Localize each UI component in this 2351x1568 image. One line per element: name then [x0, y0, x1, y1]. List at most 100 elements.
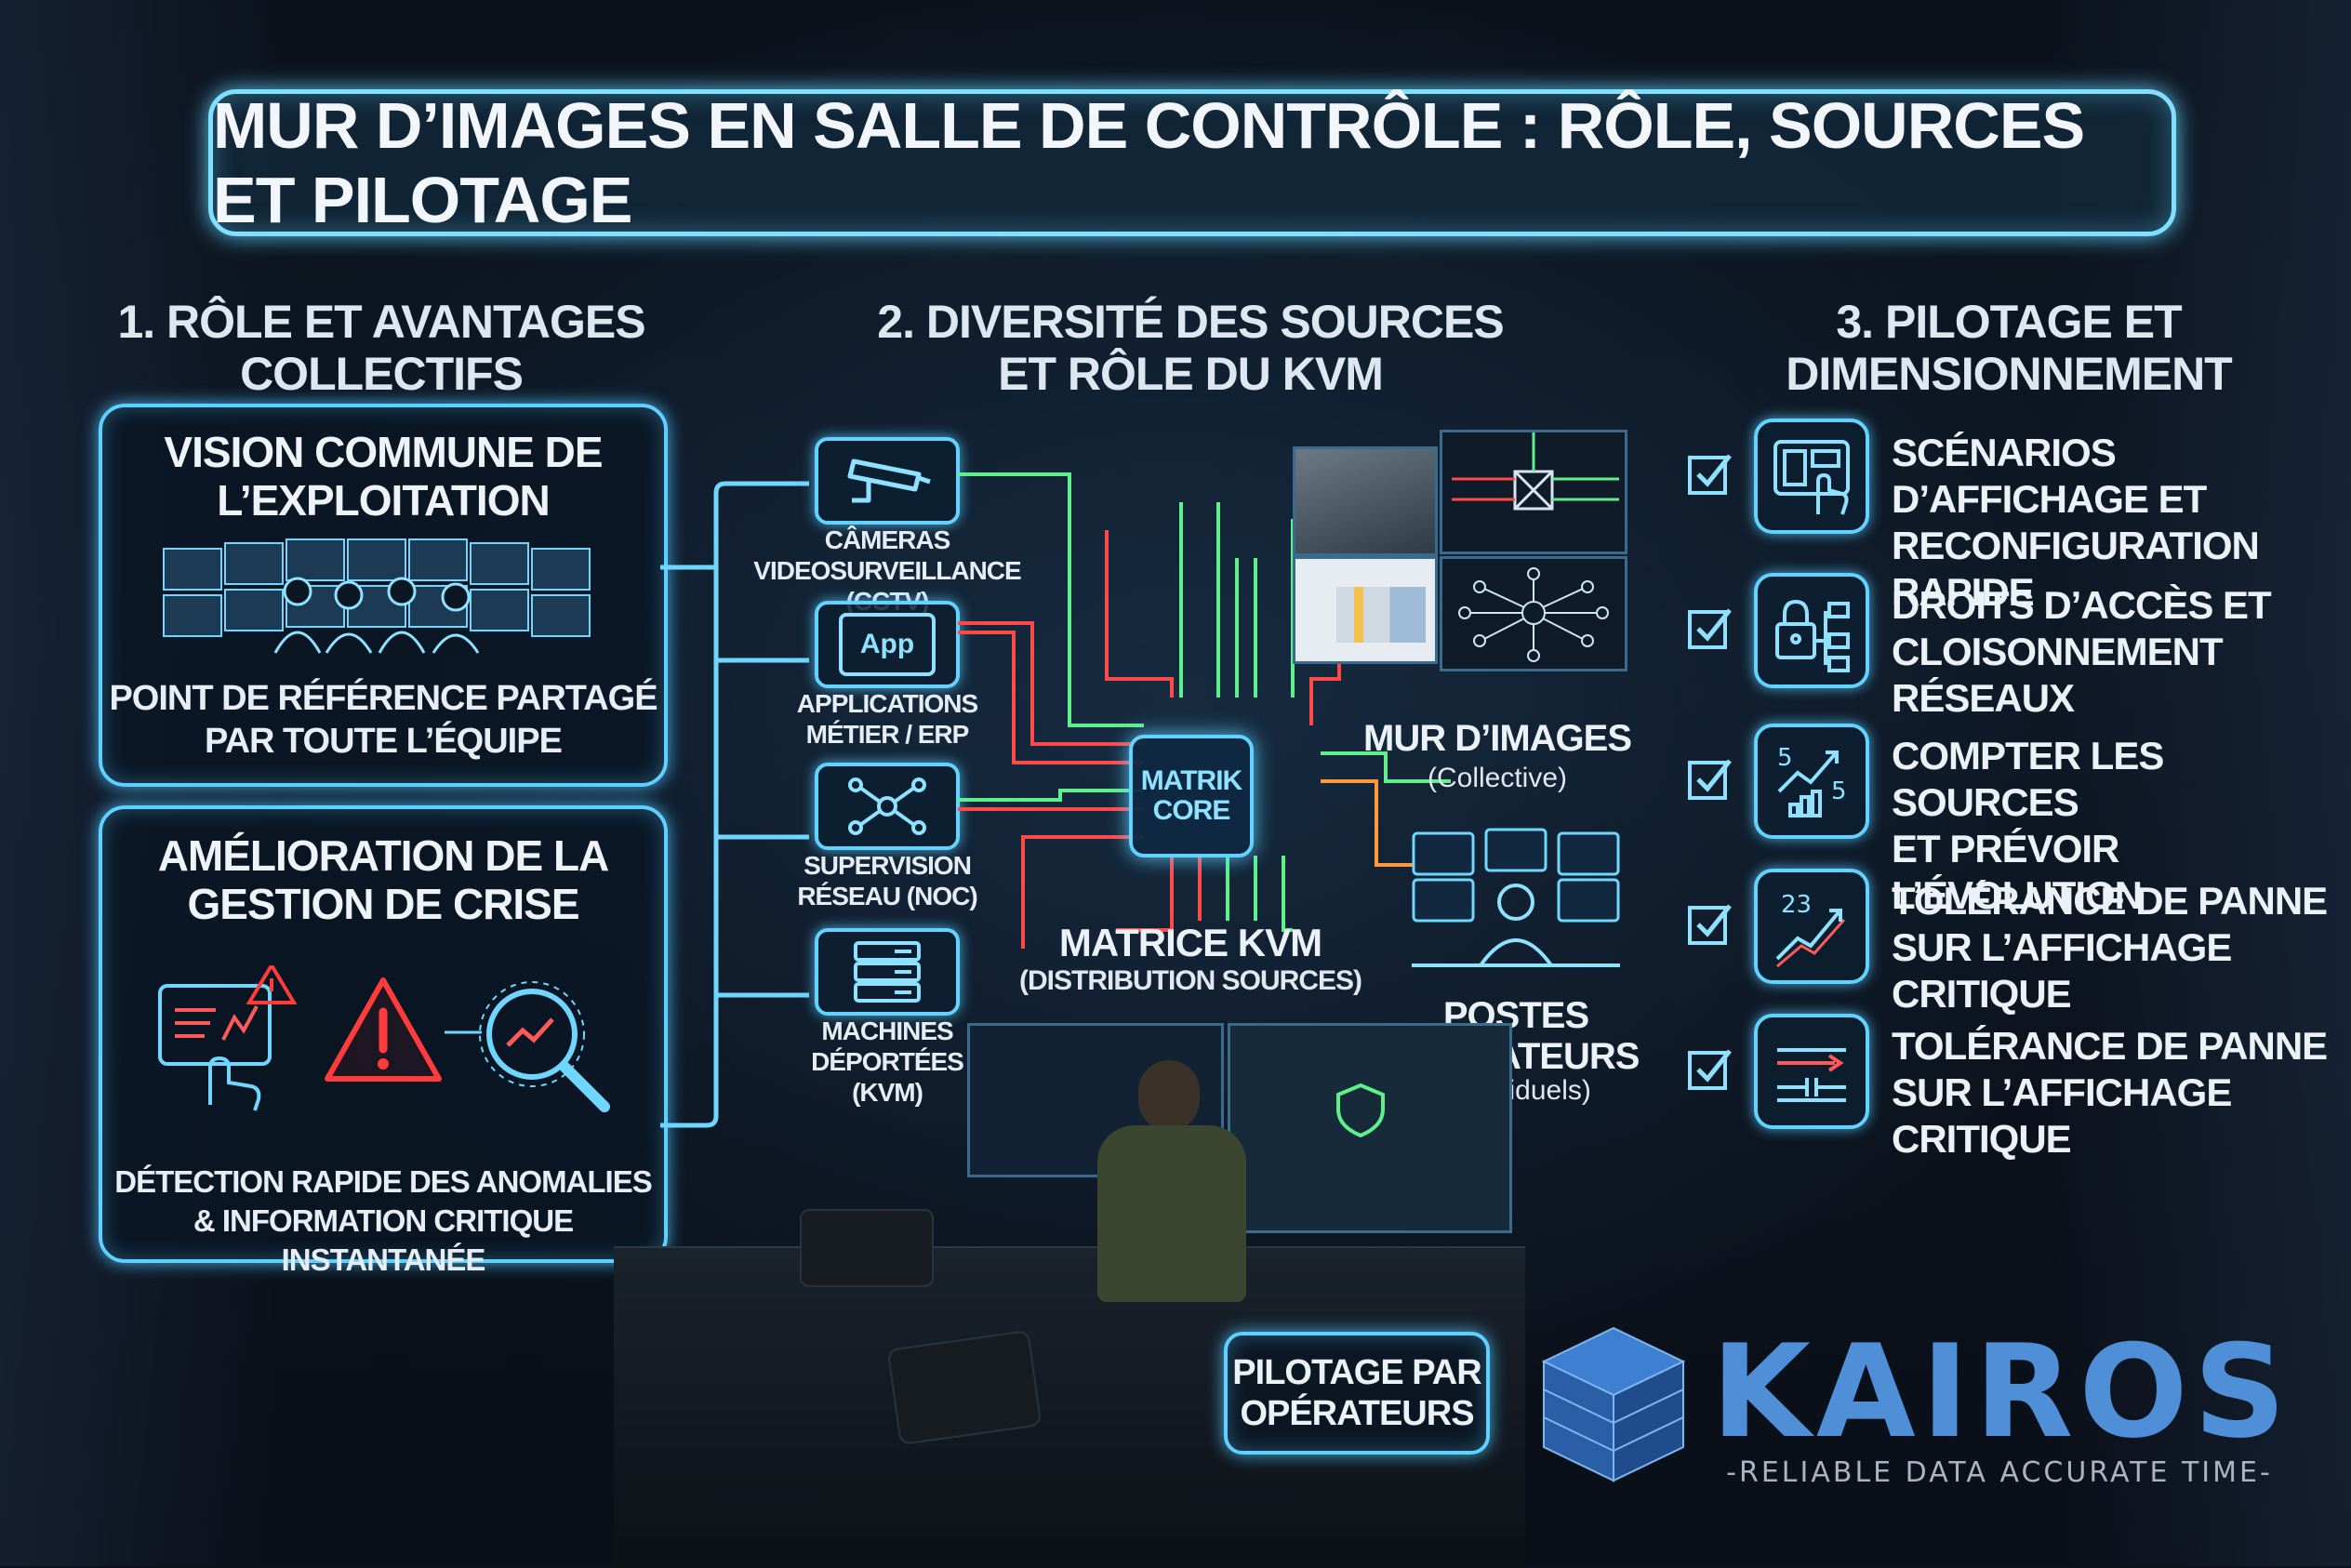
source-noc[interactable]	[815, 763, 960, 850]
topology-icon	[1458, 567, 1609, 662]
video-wall-team-icon	[163, 538, 591, 654]
dashboard-bars	[1336, 587, 1426, 643]
check-icon[interactable]	[1687, 755, 1733, 802]
section-heading-role-line2: COLLECTIFS	[240, 348, 524, 400]
card-crisis-management-subtitle-line2: & INFORMATION CRITIQUE INSTANTANÉE	[193, 1203, 574, 1277]
operator-control-box: PILOTAGE PAR OPÉRATEURS	[1224, 1332, 1490, 1455]
card-crisis-management: AMÉLIORATION DE LA GESTION DE CRISE DÉTE…	[99, 805, 668, 1277]
section-heading-pilotage-line2: DIMENSIONNEMENT	[1786, 348, 2232, 400]
pilotage-item-4-box[interactable]: 23	[1754, 869, 1869, 984]
video-wall[interactable]	[1289, 411, 1633, 673]
source-noc-label-line1: SUPERVISION	[804, 851, 972, 880]
source-remote-machines-label-line2: DÉPORTÉES	[811, 1047, 964, 1076]
card-shared-vision-title-line1: VISION COMMUNE DE	[164, 428, 603, 476]
app-icon-text: App	[859, 629, 915, 659]
server-rack-icon	[854, 941, 921, 1003]
bracket-connector	[660, 481, 809, 1128]
page-title: MUR D’IMAGES EN SALLE DE CONTRÔLE : RÔLE…	[208, 89, 2176, 236]
control-console	[800, 1209, 934, 1287]
card-shared-vision-title-line2: L’EXPLOITATION	[217, 476, 550, 525]
video-wall-sublabel: (Collective)	[1427, 763, 1568, 793]
card-shared-vision-subtitle: POINT DE RÉFÉRENCE PARTAGÉ PAR TOUTE L’É…	[102, 677, 664, 763]
pilotage-item-3-box[interactable]: 5 5	[1754, 724, 1869, 839]
trend-chart-icon: 23	[1775, 891, 1846, 968]
pilotage-item-3-line1: COMPTER LES SOURCES	[1892, 734, 2164, 824]
card-shared-vision-subtitle-line2: PAR TOUTE L’ÉQUIPE	[205, 722, 563, 761]
kvm-matrix-sublabel: (DISTRIBUTION SOURCES)	[1019, 965, 1362, 996]
touch-dashboard-icon	[158, 965, 298, 1111]
magnifier-analysis-icon	[479, 981, 610, 1112]
operator-head	[1138, 1060, 1200, 1131]
source-noc-label-line2: RÉSEAU (NOC)	[797, 882, 977, 910]
wall-screen-camera	[1293, 446, 1438, 556]
desk-monitor-security	[1228, 1023, 1512, 1233]
pilotage-item-1-line2: RECONFIGURATION RAPIDE	[1892, 524, 2260, 614]
pilotage-item-4-line2: SUR L’AFFICHAGE CRITIQUE	[1892, 925, 2232, 1016]
source-remote-machines-label-line3: (KVM)	[852, 1078, 923, 1107]
pilotage-item-5-text: TOLÉRANCE DE PANNE SUR L’AFFICHAGE CRITI…	[1892, 1023, 2338, 1163]
pilotage-item-1-box[interactable]	[1754, 419, 1869, 534]
section-heading-role-line1: 1. RÔLE ET AVANTAGES	[117, 296, 645, 348]
brand-name: KAIROS	[1711, 1317, 2292, 1467]
card-crisis-management-title-line2: GESTION DE CRISE	[187, 880, 579, 928]
section-heading-pilotage-line1: 3. PILOTAGE ET	[1836, 296, 2182, 348]
video-wall-label: MUR D’IMAGES	[1363, 718, 1632, 759]
section-heading-sources-line1: 2. DIVERSITÉ DES SOURCES	[877, 296, 1504, 348]
pilotage-item-2-box[interactable]	[1754, 573, 1869, 688]
operator-station-icon[interactable]	[1406, 826, 1626, 984]
touch-screen-icon	[1773, 440, 1850, 515]
operator-person	[1097, 1060, 1246, 1302]
check-icon[interactable]	[1687, 605, 1733, 651]
warning-triangle-icon	[325, 977, 442, 1082]
pilotage-item-4-line1: TOLÉRANCE DE PANNE	[1892, 879, 2328, 923]
kvm-core-label-line1: MATRIK	[1140, 765, 1242, 796]
source-remote-machines[interactable]	[815, 928, 960, 1016]
pilotage-item-2-text: DROITS D’ACCÈS ET CLOISONNEMENT RÉSEAUX	[1892, 582, 2338, 722]
card-shared-vision: VISION COMMUNE DE L’EXPLOITATION POINT D…	[99, 404, 668, 787]
pilotage-item-1-line1: SCÉNARIOS D’AFFICHAGE ET	[1892, 431, 2207, 521]
pilotage-item-3-text: COMPTER LES SOURCES ET PRÉVOIR L’ÉVOLUTI…	[1892, 733, 2338, 919]
cctv-camera-icon	[847, 458, 931, 503]
kairos-logo-icon	[1541, 1326, 1686, 1482]
trend-chart-icon-text: 23	[1781, 891, 1812, 919]
control-keypad	[886, 1329, 1043, 1446]
app-icon: App	[839, 613, 936, 676]
wall-screen-topology	[1440, 556, 1627, 671]
network-switch-icon	[1452, 432, 1619, 511]
kvm-core[interactable]: MATRIK CORE	[1129, 735, 1254, 857]
pilotage-item-3-line2: ET PRÉVOIR L’ÉVOLUTION	[1892, 827, 2143, 917]
network-hub-icon	[848, 777, 926, 835]
section-heading-sources: 2. DIVERSITÉ DES SOURCES ET RÔLE DU KVM	[856, 296, 1525, 400]
operator-body	[1097, 1125, 1246, 1302]
source-remote-machines-label-line1: MACHINES	[821, 1017, 953, 1045]
card-shared-vision-title: VISION COMMUNE DE L’EXPLOITATION	[102, 428, 664, 525]
source-cctv-label-line1: CÂMERAS	[824, 525, 951, 554]
card-shared-vision-subtitle-line1: POINT DE RÉFÉRENCE PARTAGÉ	[109, 679, 657, 718]
pilotage-item-4-text: TOLÉRANCE DE PANNE SUR L’AFFICHAGE CRITI…	[1892, 878, 2338, 1017]
card-crisis-management-title: AMÉLIORATION DE LA GESTION DE CRISE	[102, 831, 664, 928]
check-icon[interactable]	[1687, 1045, 1733, 1092]
check-icon[interactable]	[1687, 900, 1733, 947]
shield-icon	[1336, 1083, 1385, 1137]
source-cctv[interactable]	[815, 437, 960, 525]
operator-control-line2: OPÉRATEURS	[1240, 1394, 1474, 1433]
source-applications-label-line1: APPLICATIONS	[796, 689, 978, 718]
pilotage-item-5-line2: SUR L’AFFICHAGE CRITIQUE	[1892, 1070, 2232, 1161]
check-icon[interactable]	[1687, 450, 1733, 497]
pilotage-item-5-box[interactable]	[1754, 1014, 1869, 1129]
card-crisis-management-title-line1: AMÉLIORATION DE LA	[157, 831, 610, 880]
growth-chart-icon: 5 5	[1777, 744, 1847, 817]
kvm-matrix-label: MATRICE KVM	[1058, 921, 1322, 964]
wall-screen-dashboard	[1293, 556, 1438, 664]
pilotage-item-2-line2: CLOISONNEMENT RÉSEAUX	[1892, 630, 2224, 720]
growth-chart-icon-text-a: 5	[1777, 744, 1793, 772]
card-crisis-management-subtitle: DÉTECTION RAPIDE DES ANOMALIES & INFORMA…	[102, 1163, 664, 1280]
operator-control-line1: PILOTAGE PAR	[1232, 1353, 1481, 1392]
section-heading-role: 1. RÔLE ET AVANTAGES COLLECTIFS	[93, 296, 670, 400]
connector-line-icon	[445, 1030, 482, 1034]
source-applications[interactable]: App	[815, 601, 960, 688]
brand-tagline: -RELIABLE DATA ACCURATE TIME-	[1726, 1456, 2273, 1489]
lock-network-icon	[1775, 599, 1850, 672]
wall-screen-network	[1440, 430, 1627, 554]
source-noc-label: SUPERVISION RÉSEAU (NOC)	[722, 850, 1053, 911]
